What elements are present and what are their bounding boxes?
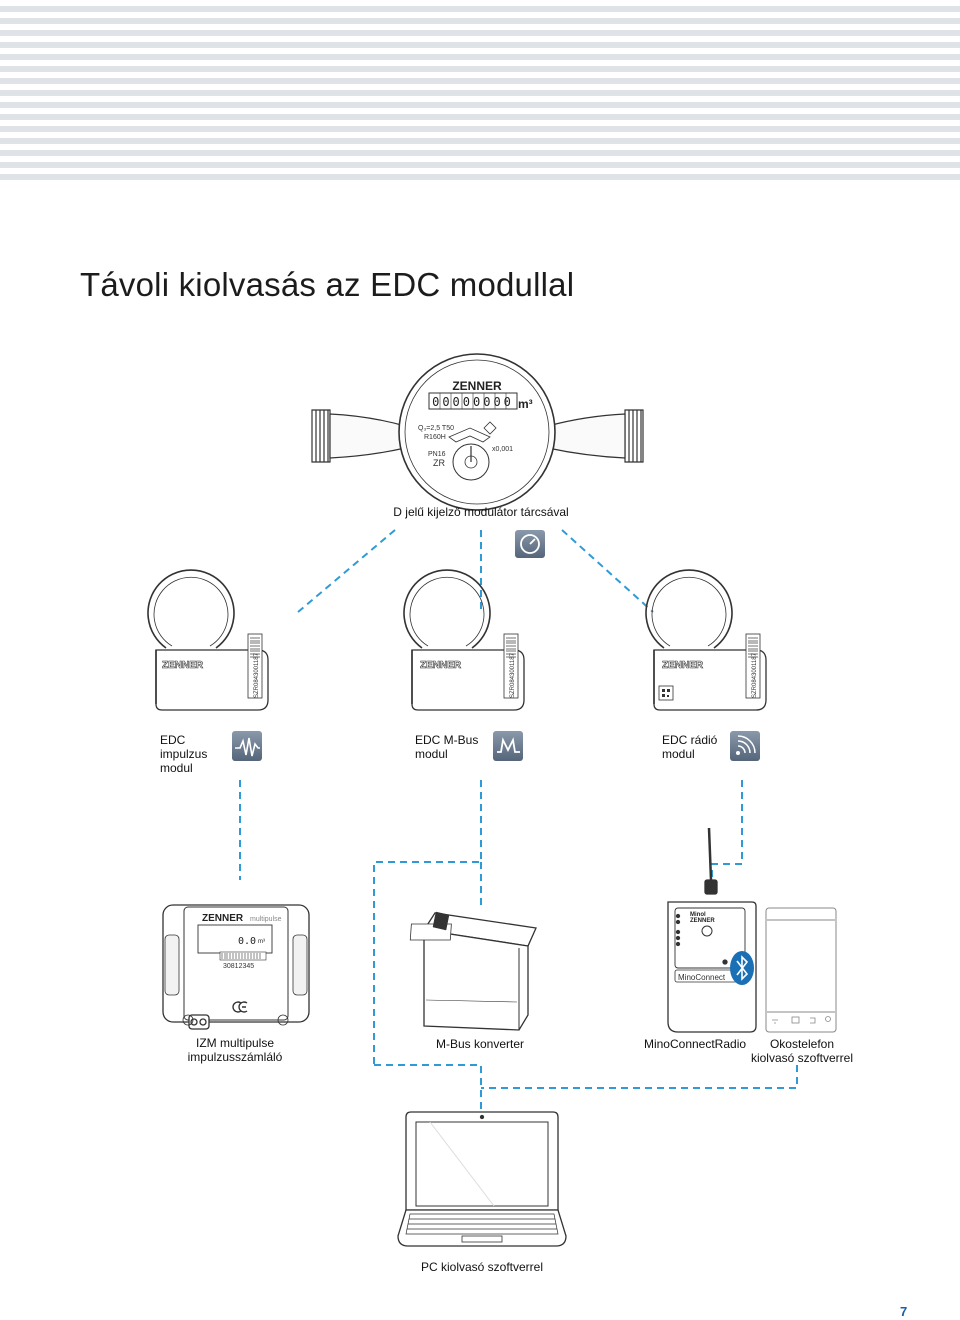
meter-brand: ZENNER [452,379,502,393]
connector-lines [239,529,798,1112]
mbus-module-label-line1: EDC M-Bus [415,733,479,747]
izm-unit: m³ [258,939,265,945]
izm-label: IZM multipulse impulzusszámláló [150,1036,320,1064]
meter-spec1: Q₃=2,5 T50 [418,425,454,432]
meter-zr: ZR [433,458,445,468]
izm-device [162,904,310,1030]
mbus-module-serial: SZR0843001187 [510,652,516,698]
mbus-module-brand: ZENNER [420,660,462,671]
radio-icon [730,731,760,761]
izm-barcode-number: 30812345 [223,963,254,970]
mino-label: MinoConnectRadio [643,1037,747,1051]
pulse-module-label-line2: impulzus [160,747,208,761]
mbus-module-label-line2: modul [415,747,448,761]
pulse-module-label-line1: EDC [160,733,186,747]
bluetooth-icon [730,951,754,985]
connector-converter-to-pc [374,1064,482,1112]
edc-mbus-module [403,569,525,711]
edc-pulse-module [147,569,269,711]
radio-module-label-line2: modul [662,747,695,761]
izm-display: 0.0 [238,936,256,947]
pulse-icon [232,731,262,761]
laptop-pc [397,1111,567,1247]
phone-label: Okostelefon kiolvasó szoftverrel [742,1037,862,1065]
meter-spec2: R160H [424,434,446,441]
izm-label-line1: IZM multipulse [195,1036,275,1050]
meter-caption: D jelű kijelző modulátor tárcsával [393,505,568,519]
connector-phone-to-pc [481,1065,798,1089]
radio-module-label: EDC rádió modul [662,733,717,761]
mbus-icon [493,731,523,761]
meter-resolution: x0,001 [492,446,513,453]
izm-label-line2: impulzusszámláló [187,1050,283,1064]
radio-module-serial: SZR0843001187 [752,652,758,698]
smartphone-device [765,907,837,1033]
connector-mbus-branch [373,780,482,1065]
phone-label-line2: kiolvasó szoftverrel [750,1051,854,1065]
page-title: Távoli kiolvasás az EDC modullal [80,266,575,303]
mino-brand-minol: Minol [690,912,706,918]
water-meter [311,353,644,511]
mino-screen-text: MinoConnect [678,973,726,982]
connector-meter-to-radio [561,529,654,613]
modulator-dial-icon [515,530,545,558]
mbus-converter-label: M-Bus konverter [435,1037,525,1051]
pulse-module-label: EDC impulzus modul [160,733,207,775]
connector-meter-to-pulse [297,529,396,613]
radio-module-label-line1: EDC rádió [662,733,718,747]
radio-module-brand: ZENNER [662,660,704,671]
pulse-module-serial: SZR0843001187 [254,652,260,698]
izm-brand: ZENNER [202,913,244,924]
edc-radio-module [645,569,767,711]
pulse-module-brand: ZENNER [162,660,204,671]
minoconnect-device [667,827,757,1033]
pc-label: PC kiolvasó szoftverrel [420,1260,544,1274]
page-number: 7 [900,1304,908,1319]
connector-radio-to-mino [711,780,743,880]
meter-unit: m³ [518,397,533,411]
mbus-module-label: EDC M-Bus modul [415,733,478,761]
mino-brand-zenner: ZENNER [690,918,715,924]
phone-label-line1: Okostelefon [769,1037,835,1051]
meter-digits: 00000000 [432,395,514,409]
izm-subtitle: multipulse [250,916,282,923]
mbus-converter [409,911,537,1031]
header-stripes [0,0,960,182]
pulse-module-label-line3: modul [160,761,193,775]
meter-pn: PN16 [428,451,446,458]
